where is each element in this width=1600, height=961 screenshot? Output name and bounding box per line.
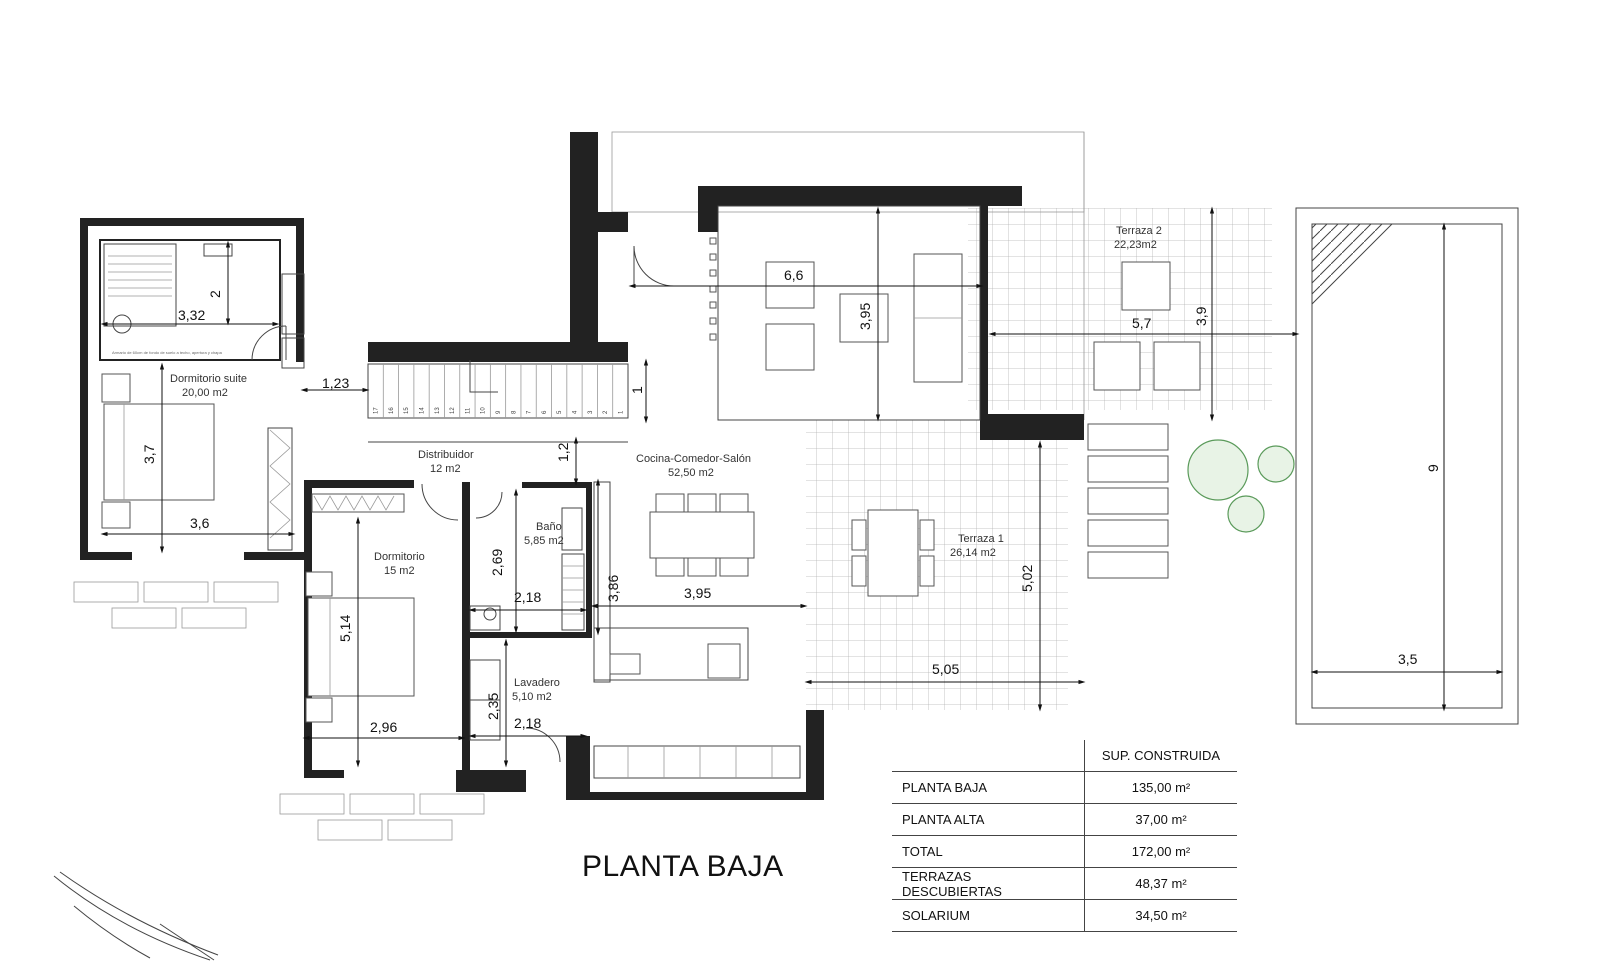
stair-step-number: 9: [496, 410, 502, 414]
dim-5-02: 5,02: [1019, 565, 1035, 592]
areas-table: SUP. CONSTRUIDA PLANTA BAJA 135,00 m² PL…: [892, 740, 1237, 932]
room-dormitorio-name: Dormitorio: [374, 551, 425, 563]
areas-row-value: 48,37 m²: [1084, 867, 1237, 900]
dim-5-7: 5,7: [1132, 315, 1152, 331]
room-bano-area: 5,85 m2: [524, 535, 564, 547]
areas-row-value: 135,00 m²: [1084, 771, 1237, 804]
dim-9: 9: [1425, 464, 1441, 472]
stair-direction-arrow: [469, 360, 498, 393]
dim-3-9: 3,9: [1193, 306, 1209, 326]
stair-step-number: 17: [374, 407, 380, 414]
areas-row-value: 172,00 m²: [1084, 835, 1237, 868]
trees: [1187, 439, 1295, 533]
room-terraza2-name: Terraza 2: [1116, 225, 1162, 237]
dim-2-18-bano: 2,18: [514, 589, 541, 605]
exterior-walls: [80, 132, 1084, 800]
kitchen-dining-furniture: [593, 481, 801, 779]
room-dormitorio-area: 15 m2: [384, 565, 415, 577]
suite-bedroom-furniture: [101, 325, 293, 551]
closet-note: Armario de 60cm de fondo de suelo a tech…: [112, 350, 223, 355]
dim-5-14: 5,14: [337, 615, 353, 642]
stair-step-number: 16: [389, 407, 395, 414]
room-suite-area: 20,00 m2: [182, 387, 228, 399]
room-terraza1-name: Terraza 1: [958, 533, 1004, 545]
areas-row-label: TOTAL: [892, 835, 1085, 868]
areas-row-label: PLANTA BAJA: [892, 771, 1085, 804]
stair-step-number: 14: [420, 407, 426, 414]
stair-step-number: 7: [527, 410, 533, 414]
dim-3-32: 3,32: [178, 307, 205, 323]
room-distribuidor-name: Distribuidor: [418, 449, 474, 461]
dim-3-7: 3,7: [141, 444, 157, 464]
dim-5-05: 5,05: [932, 661, 959, 677]
terraza1-tiles: [806, 420, 1068, 710]
room-bano-name: Baño: [536, 521, 562, 533]
room-lavadero-area: 5,10 m2: [512, 691, 552, 703]
suite-bath: Armario de 60cm de fondo de suelo a tech…: [103, 243, 305, 369]
stair-step-number: 12: [450, 407, 456, 414]
dim-3-95-salon: 3,95: [857, 303, 873, 330]
dim-3-86: 3,86: [605, 575, 621, 602]
areas-table-row: SOLARIUM 34,50 m²: [892, 899, 1237, 932]
dim-3-5: 3,5: [1398, 651, 1418, 667]
areas-row-label: TERRAZAS DESCUBIERTAS: [892, 867, 1085, 900]
areas-row-label: SOLARIUM: [892, 899, 1085, 932]
stair-step-number: 15: [404, 407, 410, 414]
dim-1-2: 1,2: [555, 442, 571, 462]
room-distribuidor-area: 12 m2: [430, 463, 461, 475]
dim-2-18-lav: 2,18: [514, 715, 541, 731]
lower-rooms-furniture: [305, 483, 585, 763]
living-furniture: [633, 205, 981, 421]
dim-2-96: 2,96: [370, 719, 397, 735]
areas-table-row: PLANTA BAJA 135,00 m²: [892, 771, 1237, 804]
dim-3-6: 3,6: [190, 515, 210, 531]
room-terraza1-area: 26,14 m2: [950, 547, 996, 559]
stair-step-number: 2: [603, 410, 609, 414]
areas-table-row: TOTAL 172,00 m²: [892, 835, 1237, 868]
plan-title: PLANTA BAJA: [582, 850, 784, 883]
dim-3-95-cocina: 3,95: [684, 585, 711, 601]
dim-2-69: 2,69: [489, 549, 505, 576]
dimension-labels: 2 3,32 1,23 3,7 3,6 6,6 3,95 1 1,2 5,7 3…: [141, 267, 1441, 735]
pavers: [73, 581, 485, 841]
room-cocina-area: 52,50 m2: [668, 467, 714, 479]
room-lavadero-name: Lavadero: [514, 677, 560, 689]
stair-step-number: 6: [542, 410, 548, 414]
stair-step-number: 3: [588, 410, 594, 414]
areas-table-row: PLANTA ALTA 37,00 m²: [892, 803, 1237, 836]
site-boundary: [53, 871, 219, 961]
dimension-lines: [100, 206, 1504, 768]
dim-1-23: 1,23: [322, 375, 349, 391]
stair-step-number: 13: [435, 407, 441, 414]
areas-row-value: 37,00 m²: [1084, 803, 1237, 836]
staircase: 17 16 15 14 13 12 11 10 9 8 7 6 5 4 3 2 1: [367, 360, 629, 419]
dim-2-35: 2,35: [485, 693, 501, 720]
stair-step-number: 11: [465, 407, 471, 414]
terrace1-furniture: [851, 509, 935, 597]
stair-step-number: 1: [618, 410, 624, 414]
stair-step-number: 5: [557, 410, 563, 414]
dim-1: 1: [629, 386, 645, 394]
pool: [1295, 207, 1519, 725]
dim-2: 2: [207, 290, 223, 298]
areas-row-label: PLANTA ALTA: [892, 803, 1085, 836]
room-suite-name: Dormitorio suite: [170, 373, 247, 385]
room-cocina-name: Cocina-Comedor-Salón: [636, 453, 751, 465]
areas-table-row: TERRAZAS DESCUBIERTAS 48,37 m²: [892, 867, 1237, 900]
areas-table-corner: [892, 740, 1085, 772]
stair-step-number: 8: [511, 410, 517, 414]
room-terraza2-area: 22,23m2: [1114, 239, 1157, 251]
room-labels: Dormitorio suite 20,00 m2 Distribuidor 1…: [170, 225, 1162, 703]
dim-6-6: 6,6: [784, 267, 804, 283]
stair-step-number: 10: [481, 407, 487, 414]
areas-table-header: SUP. CONSTRUIDA: [1084, 740, 1237, 772]
stair-step-number: 4: [572, 410, 578, 414]
areas-row-value: 34,50 m²: [1084, 899, 1237, 932]
terrace2-furniture: [1087, 261, 1201, 579]
